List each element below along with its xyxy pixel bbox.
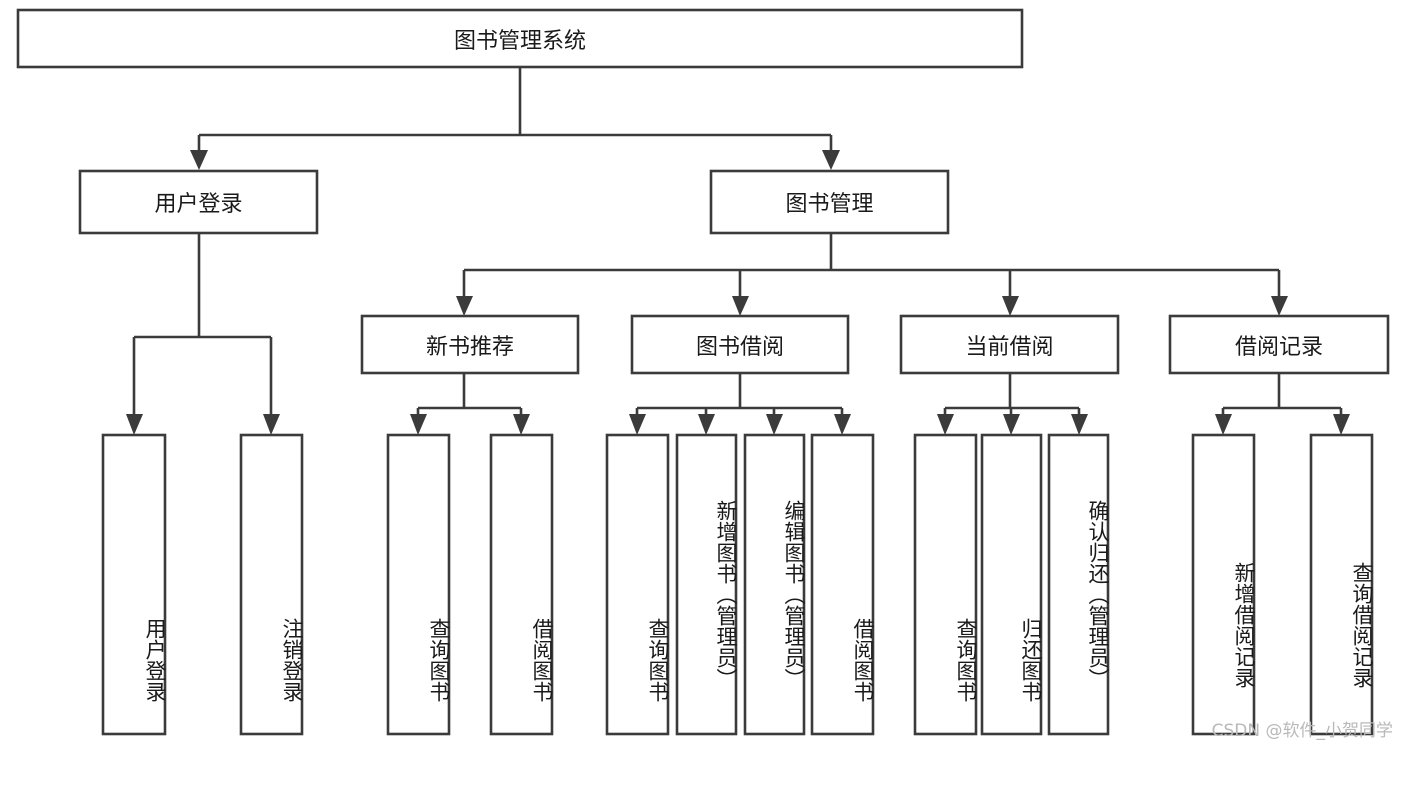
connector-group-user-login <box>126 233 280 435</box>
arrow-head-leaf-query-book-2 <box>629 414 646 435</box>
connector-group-book-manage <box>456 233 1288 316</box>
arrow-head-leaf-user-logout <box>263 414 280 435</box>
node-box-new-book-recommend[interactable] <box>360 314 580 375</box>
arrow-head-user-login <box>190 150 208 170</box>
connector-group-borrow-record <box>1215 373 1350 435</box>
node-box-current-borrow[interactable] <box>899 314 1120 375</box>
node-box-book-manage[interactable] <box>709 169 950 235</box>
node-box-leaf-return-book[interactable] <box>980 433 1043 736</box>
node-box-leaf-query-record[interactable] <box>1309 433 1374 736</box>
arrow-head-current-borrow <box>1002 296 1019 316</box>
node-box-borrow-record[interactable] <box>1168 314 1390 375</box>
hierarchy-diagram-svg <box>16 8 1390 736</box>
arrow-head-leaf-add-record <box>1215 414 1232 435</box>
arrow-head-book-manage <box>822 150 840 170</box>
arrow-head-leaf-borrow-book-2 <box>834 414 851 435</box>
node-box-leaf-query-book-2[interactable] <box>605 433 670 736</box>
arrow-head-leaf-edit-book <box>766 414 783 435</box>
node-box-user-login[interactable] <box>78 169 319 235</box>
node-box-leaf-borrow-book-2[interactable] <box>810 433 875 736</box>
node-box-root[interactable] <box>16 8 1024 69</box>
arrow-head-new-book-recommend <box>456 296 473 316</box>
arrow-head-leaf-add-book <box>698 414 715 435</box>
connector-group-book-borrow <box>629 373 851 435</box>
node-box-book-borrow[interactable] <box>630 314 850 375</box>
arrow-head-leaf-confirm-return <box>1071 414 1088 435</box>
arrow-head-borrow-record <box>1271 296 1288 316</box>
connector-group-current-borrow <box>937 373 1088 435</box>
node-box-leaf-edit-book[interactable] <box>743 433 806 736</box>
arrow-head-leaf-query-book-3 <box>937 414 954 435</box>
node-box-leaf-add-record[interactable] <box>1191 433 1256 736</box>
node-box-leaf-query-book-3[interactable] <box>913 433 978 736</box>
node-box-leaf-user-login[interactable] <box>101 433 167 736</box>
arrow-head-leaf-user-login <box>126 414 143 435</box>
node-box-leaf-confirm-return[interactable] <box>1047 433 1110 736</box>
arrow-head-leaf-return-book <box>1003 414 1020 435</box>
connector-group-root <box>190 67 840 170</box>
arrow-head-leaf-borrow-book-1 <box>513 414 530 435</box>
node-box-leaf-user-logout[interactable] <box>239 433 304 736</box>
connector-group-new-book-recommend <box>410 373 530 435</box>
arrow-head-leaf-query-record <box>1333 414 1350 435</box>
node-box-leaf-borrow-book-1[interactable] <box>489 433 554 736</box>
node-box-leaf-query-book-1[interactable] <box>386 433 451 736</box>
node-box-leaf-add-book[interactable] <box>675 433 738 736</box>
diagram-canvas: 图书管理系统 用户登录 图书管理 新书推荐 图书借阅 当前借阅 借阅记录 用户登… <box>16 8 1393 741</box>
arrow-head-book-borrow <box>732 296 749 316</box>
arrow-head-leaf-query-book-1 <box>410 414 427 435</box>
